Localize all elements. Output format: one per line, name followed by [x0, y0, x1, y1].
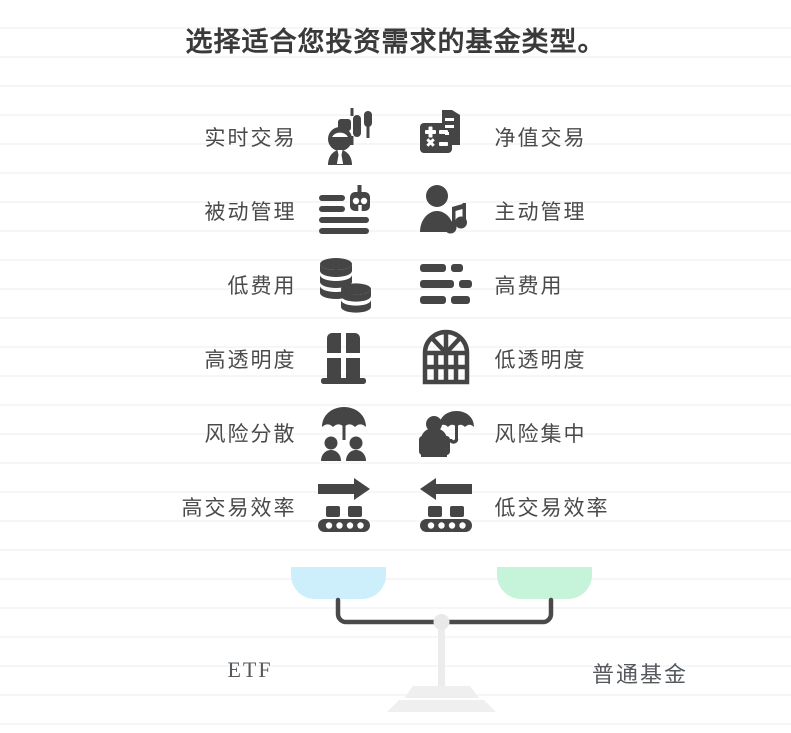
row-left-side: 高透明度 [101, 328, 396, 390]
clear-window-icon [315, 328, 375, 390]
feature-label-right: 净值交易 [494, 126, 587, 150]
row-right-side: 高费用 [396, 254, 691, 316]
comparison-row: 风险分散 [0, 396, 791, 470]
umbrella-two-people-icon [315, 402, 375, 464]
feature-label-right: 低交易效率 [494, 496, 610, 520]
robot-list-icon [315, 180, 375, 242]
feature-label-left: 风险分散 [204, 422, 297, 446]
conveyor-arrow-left-icon [417, 476, 477, 538]
feature-label-right: 风险集中 [494, 422, 587, 446]
comparison-rows: 实时交易 [0, 100, 791, 544]
balance-pivot [433, 614, 450, 630]
feature-label-left: 低费用 [227, 274, 297, 298]
row-left-side: 被动管理 [101, 180, 396, 242]
comparison-row: 高交易效率 [0, 470, 791, 544]
balance-base-lower [387, 700, 496, 712]
feature-label-left: 高透明度 [204, 348, 297, 372]
bar-chart-descending-icon [417, 254, 477, 316]
comparison-row: 实时交易 [0, 100, 791, 174]
calculator-building-icon [417, 106, 477, 168]
person-music-icon [417, 180, 477, 242]
page-title: 选择适合您投资需求的基金类型。 [185, 27, 606, 57]
row-right-side: 低透明度 [396, 328, 691, 390]
balance-scale [0, 548, 791, 733]
conveyor-arrow-right-icon [315, 476, 375, 538]
row-left-side: 高交易效率 [101, 476, 396, 538]
row-right-side: 低交易效率 [396, 476, 691, 538]
feature-label-right: 高费用 [494, 274, 564, 298]
trader-candlestick-icon [315, 106, 375, 168]
grid-window-icon [417, 328, 477, 390]
row-left-side: 实时交易 [101, 106, 396, 168]
comparison-row: 低费用 [0, 248, 791, 322]
balance-label-mutual: 普通基金 [591, 662, 688, 687]
coin-stack-icon [315, 254, 375, 316]
balance-post [438, 622, 445, 688]
comparison-row: 高透明度 [0, 322, 791, 396]
row-left-side: 低费用 [101, 254, 396, 316]
feature-label-left: 被动管理 [204, 200, 297, 224]
umbrella-one-person-icon [417, 402, 477, 464]
feature-label-right: 低透明度 [494, 348, 587, 372]
row-right-side: 风险集中 [396, 402, 691, 464]
feature-label-left: 高交易效率 [181, 496, 297, 520]
balance-pan-left [291, 567, 386, 599]
feature-label-right: 主动管理 [494, 200, 587, 224]
balance-base-upper [404, 686, 479, 698]
row-right-side: 净值交易 [396, 106, 691, 168]
row-right-side: 主动管理 [396, 180, 691, 242]
feature-label-left: 实时交易 [204, 126, 297, 150]
row-left-side: 风险分散 [101, 402, 396, 464]
balance-label-etf: ETF [227, 657, 273, 682]
comparison-row: 被动管理 [0, 174, 791, 248]
balance-pan-right [497, 567, 592, 599]
